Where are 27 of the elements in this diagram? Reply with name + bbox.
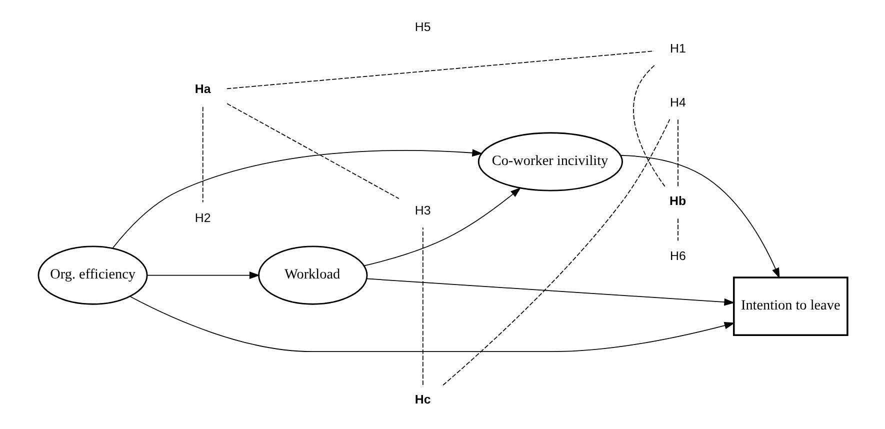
node-text: H5 bbox=[414, 20, 430, 34]
connector bbox=[202, 106, 203, 203]
arrow bbox=[112, 149, 482, 249]
arrow bbox=[363, 187, 521, 266]
node-text: Hb bbox=[669, 194, 686, 208]
node-text: Hc bbox=[414, 392, 430, 407]
node-ellipse: Co-worker incivility bbox=[477, 132, 622, 192]
node-text: H4 bbox=[670, 95, 686, 110]
node-text: H2 bbox=[194, 210, 210, 225]
node-text: Ha bbox=[194, 82, 210, 96]
arrow bbox=[620, 155, 780, 279]
connector bbox=[442, 118, 670, 386]
node-text: H1 bbox=[670, 41, 686, 56]
node-text: H3 bbox=[414, 204, 430, 218]
connector bbox=[422, 227, 423, 386]
connector bbox=[632, 64, 665, 187]
arrow bbox=[146, 272, 260, 279]
connector bbox=[677, 118, 678, 187]
arrow bbox=[129, 296, 735, 352]
arrow bbox=[366, 278, 734, 306]
node-ellipse: Workload bbox=[258, 246, 368, 305]
node-ellipse: Org. efficiency bbox=[37, 246, 148, 305]
connector bbox=[226, 50, 654, 90]
node-text: H6 bbox=[670, 248, 686, 263]
connector bbox=[677, 218, 678, 242]
node-box: Intention to leave bbox=[732, 276, 848, 336]
connector bbox=[226, 103, 399, 200]
